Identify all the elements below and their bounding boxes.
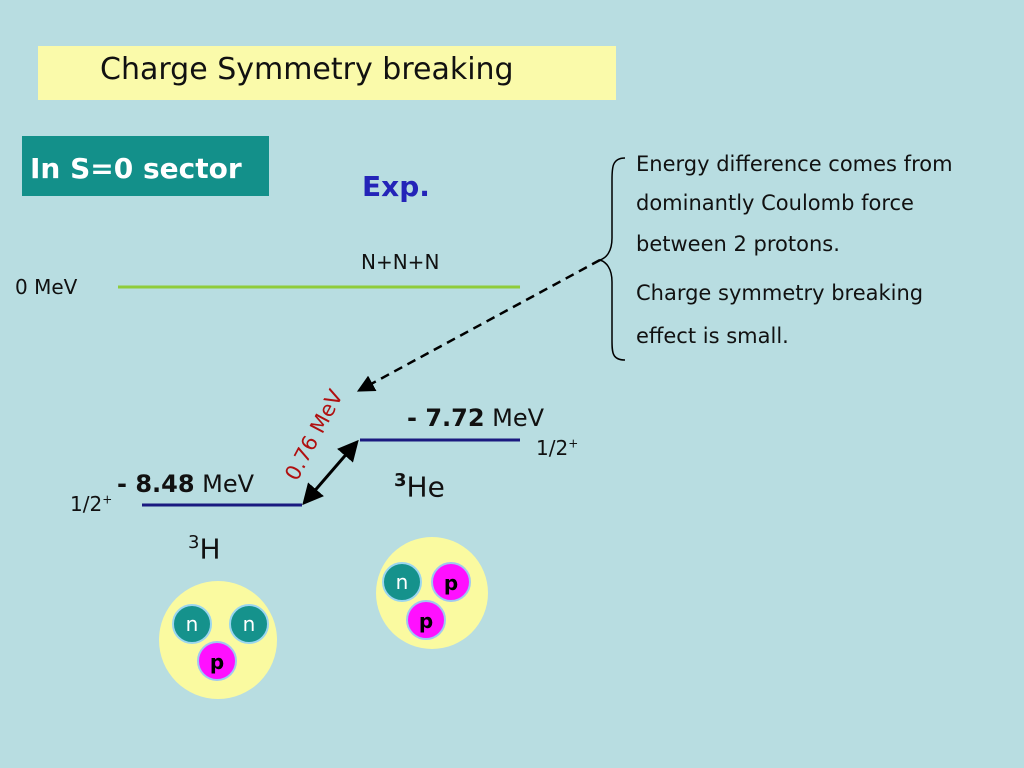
notes-brace [597,157,626,361]
title-box [38,46,616,100]
threshold-label: N+N+N [361,250,440,274]
he3-energy-label: - 7.72 MeV [407,404,545,432]
proton-ball [197,641,237,681]
note-line-3: between 2 protons. [636,232,840,256]
energy-difference-label: 0.76 MeV [280,385,348,484]
h3-spin-label: 1/2+ [70,492,113,516]
proton-label: p [444,571,458,595]
proton-label: p [419,609,433,633]
sector-box [22,136,269,196]
h3-nucleus [159,581,277,699]
h3-energy-label: - 8.48 MeV [117,470,255,498]
note-line-5: effect is small. [636,324,789,348]
brace-pointer-arrow [356,258,601,392]
neutron-ball [172,604,212,644]
proton-ball [406,600,446,640]
neutron-ball [229,604,269,644]
neutron-ball [382,562,422,602]
zero-energy-label: 0 MeV [15,275,78,299]
proton-ball [431,562,471,602]
note-line-4: Charge symmetry breaking [636,281,924,305]
slide-title: Charge Symmetry breaking [100,52,514,87]
h3-nucleus-label: 3H [188,532,221,566]
neutron-label: n [186,612,199,636]
he3-nucleus-label: 3He [394,470,445,504]
he3-nucleus [376,537,488,649]
proton-label: p [210,650,224,674]
note-line-1: Energy difference comes from [636,152,953,176]
sector-label: In S=0 sector [30,152,242,185]
neutron-label: n [396,570,409,594]
neutron-label: n [243,612,256,636]
he3-spin-label: 1/2+ [536,436,579,460]
exp-label: Exp. [362,170,430,203]
note-line-2: dominantly Coulomb force [636,191,914,215]
difference-arrow [302,439,359,506]
